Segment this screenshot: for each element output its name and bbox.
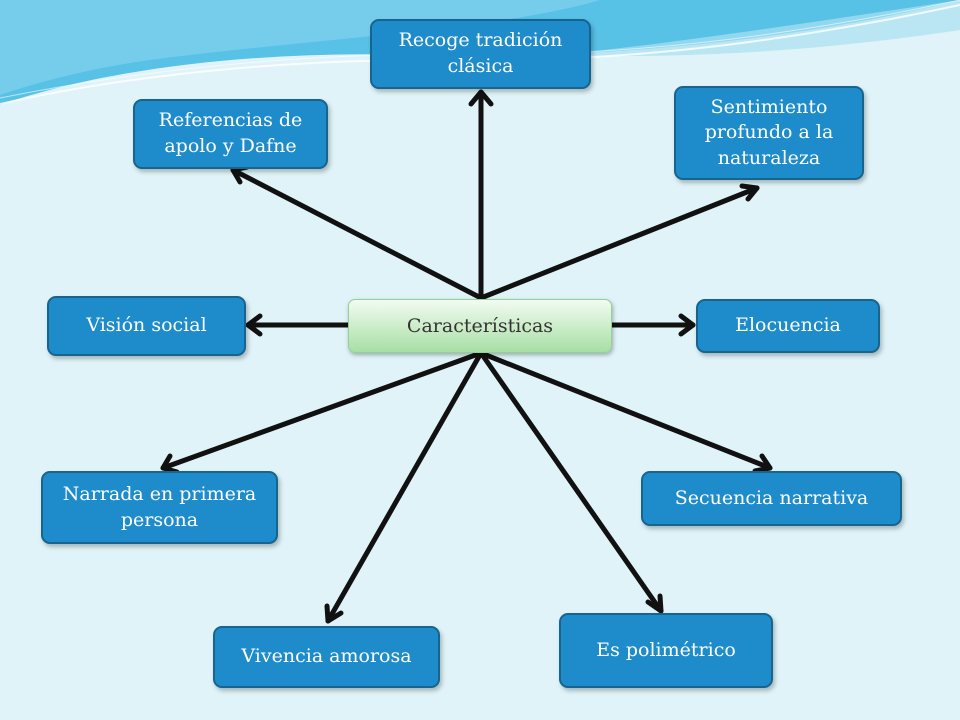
arrowhead-vivencia — [324, 603, 344, 624]
arrow-polimetrico — [478, 350, 664, 614]
arrow-secuencia — [478, 350, 773, 471]
arrow-vivencia — [325, 350, 484, 624]
arrowhead-narrada — [160, 453, 180, 475]
node-secuencia: Secuencia narrativa — [641, 471, 902, 526]
node-elocuencia: Elocuencia — [696, 299, 880, 353]
node-vivencia: Vivencia amorosa — [213, 626, 440, 688]
node-narrada: Narrada en primera persona — [41, 471, 278, 544]
arrowhead-sentimiento — [739, 183, 760, 202]
arrow-referencias — [230, 167, 484, 301]
arrow-narrada — [160, 350, 484, 471]
node-sentimiento: Sentimiento profundo a la naturaleza — [674, 86, 864, 180]
center-caracteristicas: Características — [348, 299, 612, 353]
arrowhead-secuencia — [752, 453, 773, 474]
node-vision-social: Visión social — [47, 296, 246, 356]
node-polimetrico: Es polimétrico — [559, 613, 773, 688]
arrow-sentimiento — [478, 185, 760, 301]
arrowhead-tradicion — [468, 89, 494, 107]
arrowhead-polimetrico — [645, 593, 664, 614]
arrowhead-vision — [245, 313, 263, 337]
node-recoge-tradicion: Recoge tradición clásica — [370, 19, 591, 89]
node-referencias: Referencias de apolo y Dafne — [133, 99, 328, 169]
arrowhead-elocuencia — [678, 313, 696, 337]
